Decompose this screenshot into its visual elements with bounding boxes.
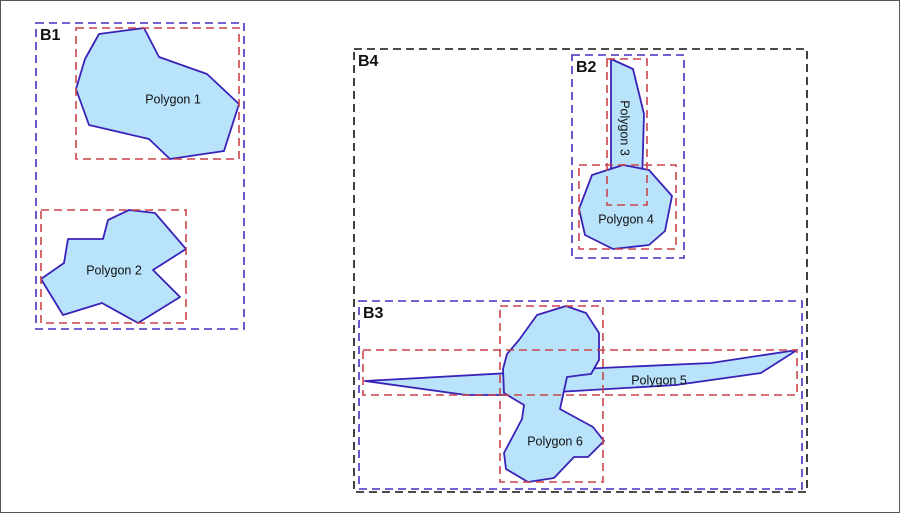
group-b3-bbox [358, 300, 803, 490]
group-b1-bbox [35, 22, 245, 330]
polygon-1-shape [75, 27, 240, 160]
polygon-6-shape [502, 305, 605, 483]
polygon-1-bbox [75, 27, 240, 160]
polygon-4-bbox [578, 164, 677, 250]
polygon-6-label: Polygon 6 [527, 434, 583, 448]
group-b4-label: B4 [358, 53, 379, 70]
polygon-1-label: Polygon 1 [145, 92, 201, 106]
polygon-2-label: Polygon 2 [86, 263, 142, 277]
group-b3-label: B3 [363, 305, 384, 322]
polygon-6-bbox [499, 305, 604, 483]
polygon-5-bbox [362, 349, 798, 396]
group-b1-label: B1 [40, 27, 61, 44]
polygon-3-bbox [606, 58, 648, 206]
group-b4-bbox [353, 48, 808, 493]
polygon-4-label: Polygon 4 [598, 212, 654, 226]
polygon-bboxes-layer [40, 27, 798, 483]
polygon-5-label: Polygon 5 [631, 373, 687, 387]
polygon-2-shape [40, 209, 187, 324]
polygon-2-bbox [40, 209, 187, 324]
group-b2-bbox [571, 54, 685, 259]
polygon-labels-layer: Polygon 1 Polygon 2 Polygon 3 Polygon 4 Poly… [86, 92, 687, 448]
group-b2-label: B2 [576, 59, 597, 76]
polygon-4-shape [578, 164, 673, 250]
polygon-3-label: Polygon 3 [618, 100, 632, 156]
